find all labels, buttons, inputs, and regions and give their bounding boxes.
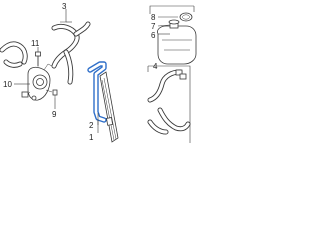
- callout-10: 10: [3, 80, 12, 89]
- oil-cooler-part-1: [99, 71, 119, 143]
- pump-assembly-part-10: [21, 63, 53, 101]
- cooler-pipe-highlighted: [87, 61, 107, 123]
- parts-diagram: 3 11 10 9 2 1 4 8 7 6 5: [0, 2, 197, 143]
- leader-lines: [14, 9, 178, 133]
- callout-labels: 3 11 10 9 2 1 4 8 7 6 5: [3, 2, 158, 142]
- left-hose: [0, 41, 28, 68]
- callout-11: 11: [31, 39, 40, 48]
- callout-1: 1: [89, 133, 94, 142]
- callout-6: 6: [151, 31, 156, 40]
- callout-3: 3: [62, 2, 67, 11]
- bolt-part-11: [35, 51, 41, 67]
- clip-part-9: [52, 89, 58, 98]
- callout-2: 2: [89, 121, 94, 130]
- callout-4: 4: [153, 62, 158, 71]
- callout-9: 9: [52, 110, 57, 119]
- callout-7: 7: [151, 22, 156, 31]
- detail-box-part-4: [147, 65, 191, 143]
- callout-8: 8: [151, 13, 156, 22]
- upper-hose-part-3: [51, 21, 91, 85]
- reservoir-assembly: [149, 5, 197, 65]
